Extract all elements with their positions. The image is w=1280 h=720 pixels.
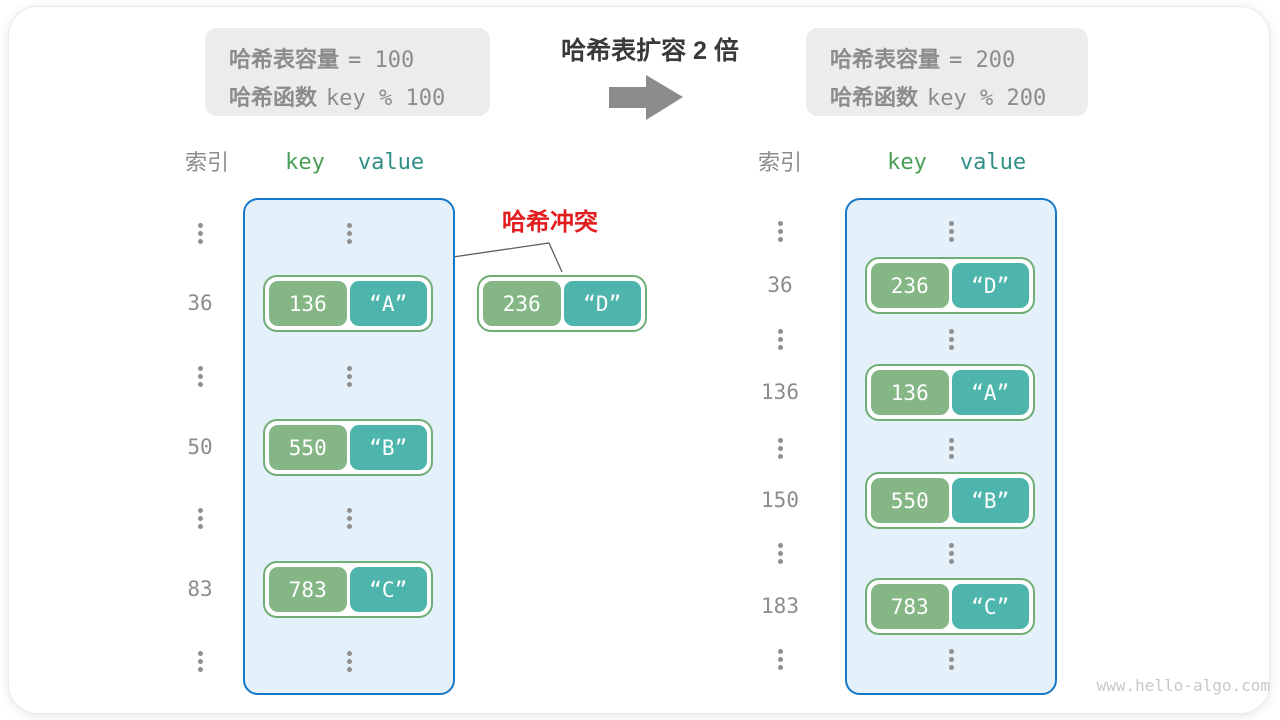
key-box: 550 <box>269 425 347 470</box>
right-value-header: value <box>959 150 1027 175</box>
key-value-pair: 783 “C” <box>865 578 1035 635</box>
left-index-cell: 50 <box>187 435 213 459</box>
vertical-ellipsis-icon <box>778 438 783 443</box>
vertical-ellipsis-icon <box>949 649 954 654</box>
value-box: “C” <box>349 567 427 612</box>
key-value-pair: 783 “C” <box>263 561 433 618</box>
hash-function-label: 哈希函数 <box>229 85 318 110</box>
left-key-header: key <box>285 150 325 175</box>
vertical-ellipsis-icon <box>347 508 352 513</box>
key-box: 550 <box>871 478 949 523</box>
vertical-ellipsis-icon <box>347 223 352 228</box>
value-box: “B” <box>349 425 427 470</box>
key-box: 783 <box>871 584 949 629</box>
key-box: 136 <box>269 281 347 326</box>
vertical-ellipsis-icon <box>949 438 954 443</box>
key-value-pair: 136 “A” <box>865 364 1035 421</box>
right-index-header: 索引 <box>757 150 802 175</box>
right-index-cell: 36 <box>767 273 793 297</box>
value-box: “A” <box>951 370 1029 415</box>
diagram-title: 哈希表扩容 2 倍 <box>561 37 739 65</box>
key-value-pair: 136 “A” <box>263 275 433 332</box>
vertical-ellipsis-icon <box>778 649 783 654</box>
left-value-header: value <box>357 150 425 175</box>
value-box: “C” <box>951 584 1029 629</box>
capacity-label: 哈希表容量 <box>229 47 340 72</box>
left-index-header: 索引 <box>184 150 229 175</box>
left-index-cell: 36 <box>187 291 213 315</box>
hash-function-line: 哈希函数 key % 200 <box>830 79 1088 117</box>
capacity-value: = 200 <box>949 48 1016 73</box>
hash-function-line: 哈希函数 key % 100 <box>229 79 490 117</box>
key-box: 783 <box>269 567 347 612</box>
vertical-ellipsis-icon <box>198 366 203 371</box>
vertical-ellipsis-icon <box>949 543 954 548</box>
canvas-card <box>8 6 1270 714</box>
vertical-ellipsis-icon <box>347 651 352 656</box>
right-key-header: key <box>887 150 927 175</box>
key-box: 136 <box>871 370 949 415</box>
overflow-key-value-pair: 236 “D” <box>477 275 647 332</box>
vertical-ellipsis-icon <box>198 651 203 656</box>
vertical-ellipsis-icon <box>949 221 954 226</box>
key-box: 236 <box>483 281 561 326</box>
vertical-ellipsis-icon <box>949 329 954 334</box>
key-value-pair: 550 “B” <box>263 419 433 476</box>
hash-function-value: key % 100 <box>326 86 446 111</box>
capacity-value: = 100 <box>348 48 415 73</box>
capacity-line: 哈希表容量 = 100 <box>229 41 490 79</box>
capacity-box-before: 哈希表容量 = 100 哈希函数 key % 100 <box>205 28 490 116</box>
right-index-cell: 183 <box>761 594 799 618</box>
capacity-line: 哈希表容量 = 200 <box>830 41 1088 79</box>
hash-function-label: 哈希函数 <box>830 85 919 110</box>
vertical-ellipsis-icon <box>347 366 352 371</box>
capacity-label: 哈希表容量 <box>830 47 941 72</box>
vertical-ellipsis-icon <box>778 543 783 548</box>
key-box: 236 <box>871 263 949 308</box>
value-box: “D” <box>951 263 1029 308</box>
right-index-cell: 136 <box>761 380 799 404</box>
collision-label: 哈希冲突 <box>502 209 598 236</box>
value-box: “A” <box>349 281 427 326</box>
vertical-ellipsis-icon <box>778 329 783 334</box>
vertical-ellipsis-icon <box>198 223 203 228</box>
left-index-cell: 83 <box>187 577 213 601</box>
capacity-box-after: 哈希表容量 = 200 哈希函数 key % 200 <box>806 28 1088 116</box>
key-value-pair: 236 “D” <box>865 257 1035 314</box>
vertical-ellipsis-icon <box>198 508 203 513</box>
value-box: “B” <box>951 478 1029 523</box>
hash-function-value: key % 200 <box>927 86 1047 111</box>
vertical-ellipsis-icon <box>778 221 783 226</box>
right-index-cell: 150 <box>761 488 799 512</box>
key-value-pair: 550 “B” <box>865 472 1035 529</box>
watermark: www.hello-algo.com <box>1096 676 1270 695</box>
value-box: “D” <box>563 281 641 326</box>
